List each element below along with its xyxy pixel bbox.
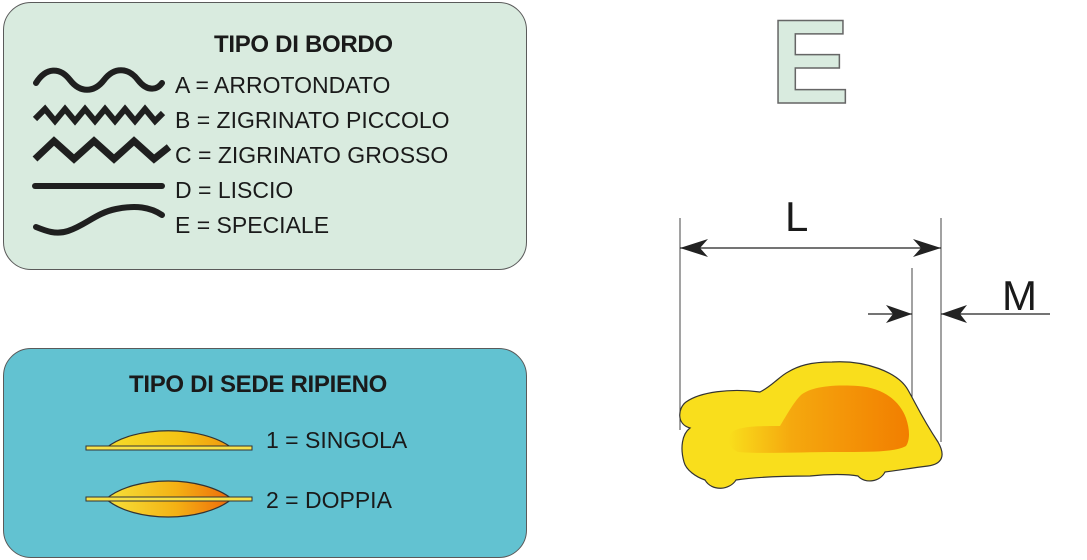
selected-edge-letter: E <box>769 0 851 129</box>
length-label: L <box>785 193 809 240</box>
length-arrow-left <box>680 239 708 257</box>
special-curve-icon <box>33 204 165 236</box>
seat-single-label: 1 = SINGOLA <box>266 427 408 453</box>
dimension-diagram <box>679 218 1050 489</box>
rounded-wave-icon <box>33 67 165 93</box>
edge-type-title: TIPO DI BORDO <box>214 31 393 58</box>
car-shape-inner <box>728 385 909 453</box>
filling-seat-panel: TIPO DI SEDE RIPIENO 1 = SINGOLA 2 = DOP… <box>3 348 527 558</box>
edge-b-label: B = ZIGRINATO PICCOLO <box>175 107 450 133</box>
margin-label: M <box>1002 272 1037 319</box>
edge-e-label: E = SPECIALE <box>175 212 330 238</box>
small-zigzag-icon <box>32 104 166 126</box>
edge-d-label: D = LISCIO <box>175 177 294 203</box>
seat-double-label: 2 = DOPPIA <box>266 487 392 513</box>
margin-arrow-right <box>941 305 967 323</box>
edge-a-label: A = ARROTONDATO <box>175 72 391 98</box>
margin-arrow-left <box>886 305 912 323</box>
length-arrow-right <box>913 239 941 257</box>
edge-c-label: C = ZIGRINATO GROSSO <box>175 142 449 168</box>
edge-type-panel: TIPO DI BORDO A = ARROTONDATO B = ZIGRIN… <box>3 2 527 270</box>
single-seat-icon <box>85 430 253 451</box>
filling-seat-title: TIPO DI SEDE RIPIENO <box>129 371 388 398</box>
large-zigzag-icon <box>32 136 172 164</box>
double-seat-icon <box>85 480 253 518</box>
straight-line-icon <box>32 183 165 189</box>
